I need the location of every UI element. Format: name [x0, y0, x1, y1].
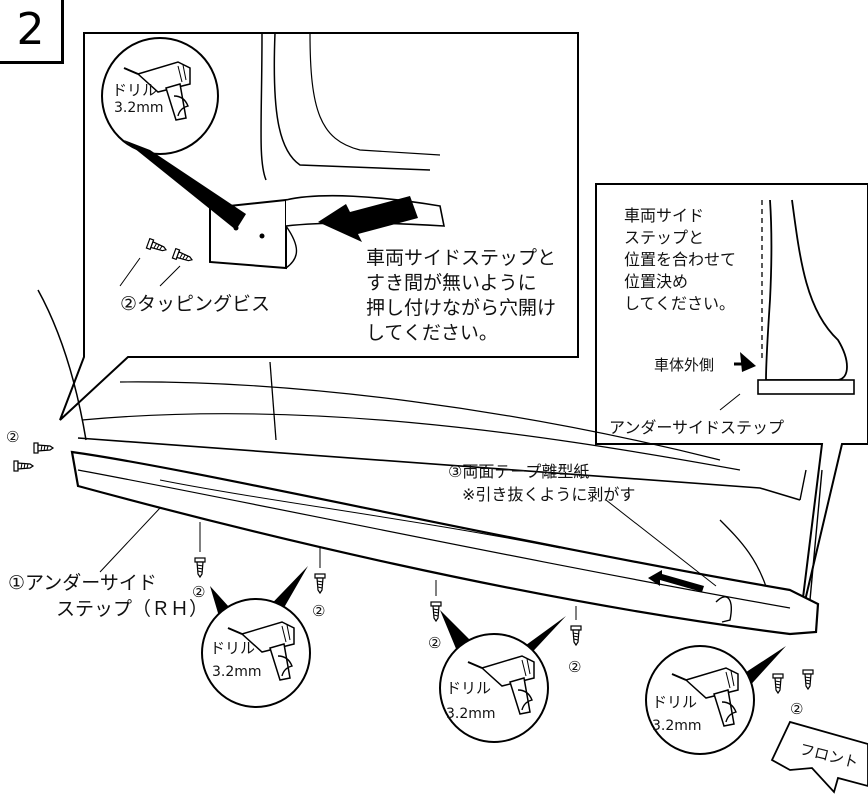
inset-top-frame [59, 32, 579, 421]
inset-right-note-3: 位置を合わせて [624, 250, 737, 269]
step-number: 2 [0, 0, 64, 64]
drill-label-top: ドリル [112, 81, 158, 99]
part-label-1: ①アンダーサイド [8, 572, 157, 594]
body-outer-label: 車体外側 [654, 356, 715, 374]
inset-top-note-2: すき間が無いように [366, 272, 537, 294]
part-label-2: ステップ（ＲＨ） [56, 598, 209, 620]
screw-label: ②タッピングビス [120, 293, 271, 315]
drill-circle-2 [439, 610, 566, 743]
inset-right-frame [595, 183, 868, 623]
drill-size-1: 3.2mm [212, 664, 262, 680]
inset-right-note-1: 車両サイド [624, 206, 705, 225]
inset-top-note-1: 車両サイドステップと [366, 247, 557, 269]
screw-marker-5: ② [790, 700, 804, 718]
drill-size-3: 3.2mm [652, 718, 702, 734]
inset-right-note-2: ステップと [624, 228, 705, 247]
inset-right-note-4: 位置決め [624, 272, 689, 291]
inset-top-note-3: 押し付けながら穴開け [366, 297, 557, 319]
tape-label-1: ③両面テープ離型紙 [448, 462, 590, 481]
screw-marker-2: ② [312, 602, 326, 620]
screw-marker-4: ② [568, 658, 582, 676]
drill-size-2: 3.2mm [446, 706, 496, 722]
drill-label-1: ドリル [210, 639, 256, 657]
inset-right-note-5: してください。 [624, 294, 736, 313]
under-side-step [70, 450, 820, 636]
screw-marker-1: ② [192, 583, 206, 601]
drill-label-3: ドリル [652, 693, 698, 711]
drill-size-top: 3.2mm [114, 100, 164, 116]
screw-left-a [33, 442, 54, 454]
screw-marker-3: ② [428, 634, 442, 652]
drill-circle-1 [201, 566, 311, 708]
front-arrow [770, 720, 868, 794]
drill-label-2: ドリル [446, 679, 492, 697]
under-step-label: アンダーサイドステップ [609, 418, 785, 437]
tape-label-2: ※引き抜くように剥がす [462, 485, 636, 504]
inset-top-note-4: してください。 [366, 322, 498, 344]
screw-marker-left: ② [6, 428, 20, 446]
drill-circle-3 [645, 645, 786, 755]
screw-left-b [13, 460, 34, 472]
